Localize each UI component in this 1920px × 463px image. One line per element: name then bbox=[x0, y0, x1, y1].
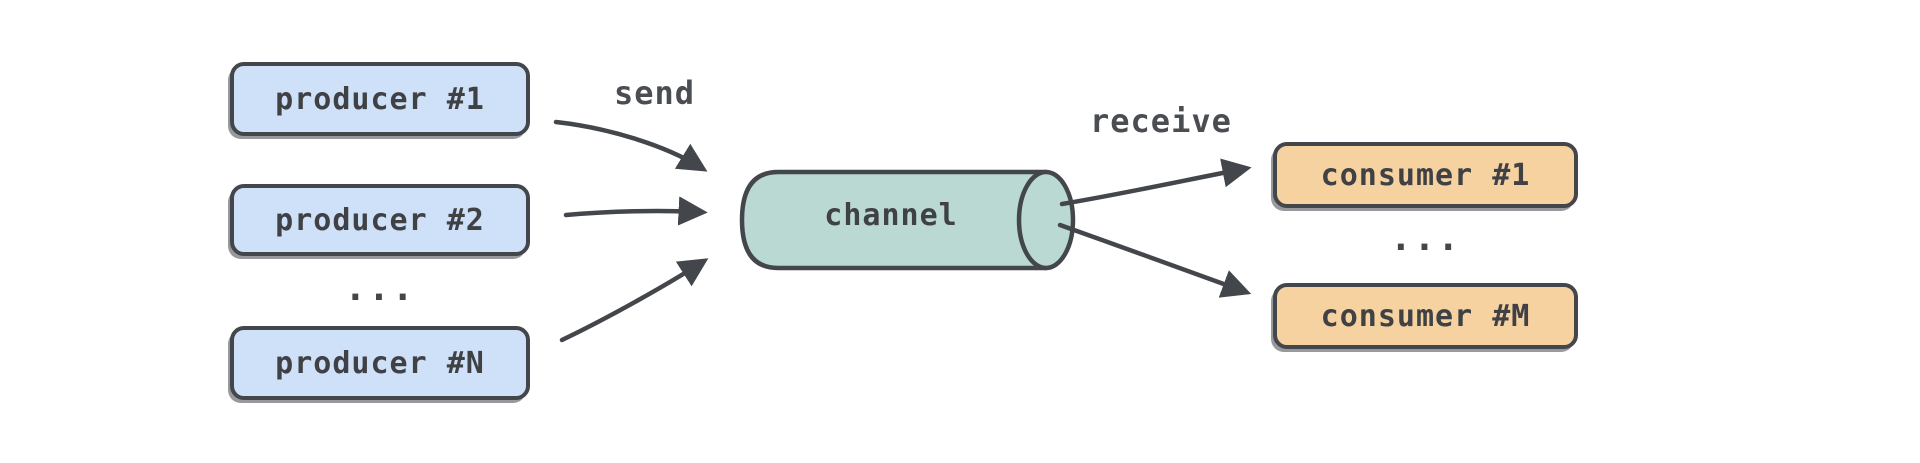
producer-1-label: producer #1 bbox=[275, 81, 485, 117]
receive-label: receive bbox=[1090, 102, 1232, 140]
receive-arrow-consumer-m-icon bbox=[1057, 222, 1252, 298]
producer-n-label: producer #N bbox=[275, 345, 485, 381]
send-arrow-producer-2-icon bbox=[563, 196, 708, 226]
consumer-m-box: consumer #M bbox=[1273, 283, 1578, 349]
send-arrow-producer-1-icon bbox=[553, 119, 708, 172]
producer-2-label: producer #2 bbox=[275, 202, 485, 238]
channel-body-shape bbox=[739, 169, 1049, 271]
consumers-ellipsis: ... bbox=[1389, 218, 1462, 259]
consumer-1-box: consumer #1 bbox=[1273, 142, 1578, 208]
consumer-m-label: consumer #M bbox=[1320, 298, 1531, 334]
producers-ellipsis: ... bbox=[344, 268, 416, 309]
producer-1-box: producer #1 bbox=[230, 62, 530, 136]
send-label: send bbox=[614, 74, 696, 112]
channel-label: channel bbox=[824, 198, 958, 233]
channel-cylinder bbox=[739, 169, 1076, 271]
consumer-1-label: consumer #1 bbox=[1320, 157, 1531, 193]
receive-arrow-consumer-1-icon bbox=[1059, 158, 1252, 207]
send-arrow-producer-n-icon bbox=[559, 258, 709, 343]
producer-2-box: producer #2 bbox=[230, 184, 530, 256]
channel-cap-ellipse bbox=[1016, 169, 1076, 271]
producer-n-box: producer #N bbox=[230, 326, 530, 400]
